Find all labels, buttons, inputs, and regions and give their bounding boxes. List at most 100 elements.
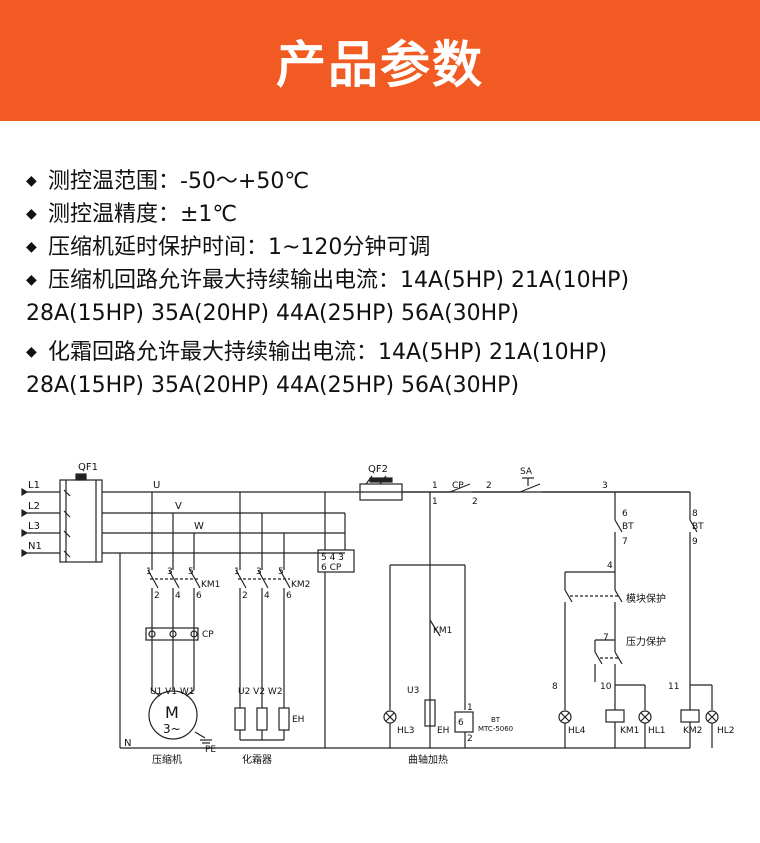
svg-text:4: 4 (264, 591, 270, 601)
svg-text:6: 6 (622, 509, 628, 519)
label-u2v2w2: U2 V2 W2 (238, 687, 283, 697)
svg-text:1: 1 (234, 567, 240, 577)
caption-compressor: 压缩机 (152, 753, 182, 766)
label-km1: KM1 (201, 580, 220, 590)
label-module-protect: 模块保护 (626, 592, 666, 605)
label-w: W (194, 521, 204, 532)
svg-text:6: 6 (458, 718, 464, 728)
svg-text:9: 9 (692, 537, 698, 547)
label-v: V (175, 501, 182, 512)
svg-text:6: 6 (196, 591, 202, 601)
svg-text:2: 2 (472, 497, 478, 507)
label-qf2: QF2 (368, 464, 388, 475)
label-hl4: HL4 (568, 726, 586, 736)
label-l3: L3 (28, 521, 40, 532)
diamond-bullet-icon: ◆ (26, 239, 37, 255)
svg-text:7: 7 (622, 537, 628, 547)
qf1-breaker (59, 473, 103, 563)
qf2-breaker (359, 475, 430, 501)
diamond-bullet-icon: ◆ (26, 344, 37, 360)
caption-defrost: 化霜器 (242, 753, 272, 766)
label-hl3: HL3 (397, 726, 415, 736)
svg-text:2: 2 (486, 481, 492, 491)
spec-item: ◆ 压缩机回路允许最大持续输出电流：14A(5HP) 21A(10HP) (26, 264, 756, 297)
motor-symbol: M (165, 703, 179, 722)
label-u3: U3 (407, 686, 419, 696)
label-pe: PE (205, 745, 216, 755)
label-hl2: HL2 (717, 726, 735, 736)
label-km1-aux: KM1 (433, 626, 452, 636)
label-n: N (124, 738, 131, 749)
label-u1v1w1: U1 V1 W1 (150, 687, 195, 697)
wiring-diagram: L1 L2 L3 N1 QF1 U V W N (21, 462, 735, 766)
spec-text: 测控温精度：±1℃ (48, 202, 238, 227)
spec-text: 化霜回路允许最大持续输出电流：14A(5HP) 21A(10HP) (48, 340, 608, 365)
diamond-bullet-icon: ◆ (26, 173, 37, 189)
label-km1-coil: KM1 (620, 726, 639, 736)
svg-text:1: 1 (432, 497, 438, 507)
label-pressure-protect: 压力保护 (626, 635, 666, 648)
label-km2-coil: KM2 (683, 726, 702, 736)
main-buses (102, 491, 690, 749)
spec-text: 测控温范围：-50～+50℃ (48, 169, 310, 194)
label-km2: KM2 (291, 580, 310, 590)
svg-text:8: 8 (552, 682, 558, 692)
caption-crank-heater: 曲轴加热 (408, 753, 448, 766)
spec-item-continued: 28A(15HP) 35A(20HP) 44A(25HP) 56A(30HP) (26, 369, 756, 402)
svg-text:3: 3 (167, 567, 173, 577)
label-cp-overload: CP (202, 630, 214, 640)
svg-text:1: 1 (146, 567, 152, 577)
spec-item: ◆ 化霜回路允许最大持续输出电流：14A(5HP) 21A(10HP) (26, 336, 756, 369)
power-input-lines (21, 487, 60, 558)
svg-text:4: 4 (175, 591, 181, 601)
label-n1: N1 (28, 541, 42, 552)
spec-item: ◆ 压缩机延时保护时间：1~120分钟可调 (26, 231, 756, 264)
spec-text: 28A(15HP) 35A(20HP) 44A(25HP) 56A(30HP) (26, 301, 520, 326)
header-banner: 产品参数 (0, 0, 760, 121)
spec-text: 压缩机延时保护时间：1~120分钟可调 (48, 235, 431, 260)
svg-text:3: 3 (256, 567, 262, 577)
svg-text:6: 6 (286, 591, 292, 601)
diamond-bullet-icon: ◆ (26, 272, 37, 288)
svg-text:10: 10 (600, 682, 612, 692)
svg-text:11: 11 (668, 682, 679, 692)
label-l2: L2 (28, 501, 40, 512)
label-bt-model: MTC-5060 (478, 725, 513, 733)
label-sa: SA (520, 467, 533, 477)
motor-phase: 3~ (163, 722, 181, 736)
svg-text:7: 7 (603, 633, 609, 643)
svg-text:1: 1 (467, 703, 473, 713)
spec-text: 压缩机回路允许最大持续输出电流：14A(5HP) 21A(10HP) (48, 268, 630, 293)
crank-heater-branch (383, 564, 474, 748)
svg-text:2: 2 (242, 591, 248, 601)
label-eh-crank: EH (437, 726, 449, 736)
defrost-branch (234, 492, 291, 741)
label-hl1: HL1 (648, 726, 666, 736)
label-qf1: QF1 (78, 462, 98, 473)
diamond-bullet-icon: ◆ (26, 206, 37, 222)
cp-terminal-block (317, 492, 355, 748)
svg-text:5: 5 (278, 567, 284, 577)
label-bt-contact: BT (622, 522, 634, 532)
compressor-branch (145, 492, 212, 744)
svg-text:8: 8 (692, 509, 698, 519)
label-l1: L1 (28, 480, 40, 491)
spec-list: ◆ 测控温范围：-50～+50℃ ◆ 测控温精度：±1℃ ◆ 压缩机延时保护时间… (26, 165, 756, 402)
spec-text: 28A(15HP) 35A(20HP) 44A(25HP) 56A(30HP) (26, 373, 520, 398)
label-bt-contact2: BT (692, 522, 704, 532)
spec-item: ◆ 测控温范围：-50～+50℃ (26, 165, 756, 198)
svg-text:3: 3 (602, 481, 608, 491)
svg-text:1: 1 (432, 481, 438, 491)
svg-text:4: 4 (607, 561, 613, 571)
spec-item: ◆ 测控温精度：±1℃ (26, 198, 756, 231)
svg-text:2: 2 (467, 734, 473, 744)
label-bt: BT (491, 716, 501, 724)
label-eh-defrost: EH (292, 715, 304, 725)
svg-text:2: 2 (154, 591, 160, 601)
svg-text:5: 5 (188, 567, 194, 577)
label-cp-contact: CP (452, 481, 464, 491)
cp-terminal-numbers: 5 4 3 (321, 553, 344, 563)
protection-branch (558, 492, 719, 748)
label-u: U (153, 480, 160, 491)
page-title: 产品参数 (276, 35, 484, 94)
